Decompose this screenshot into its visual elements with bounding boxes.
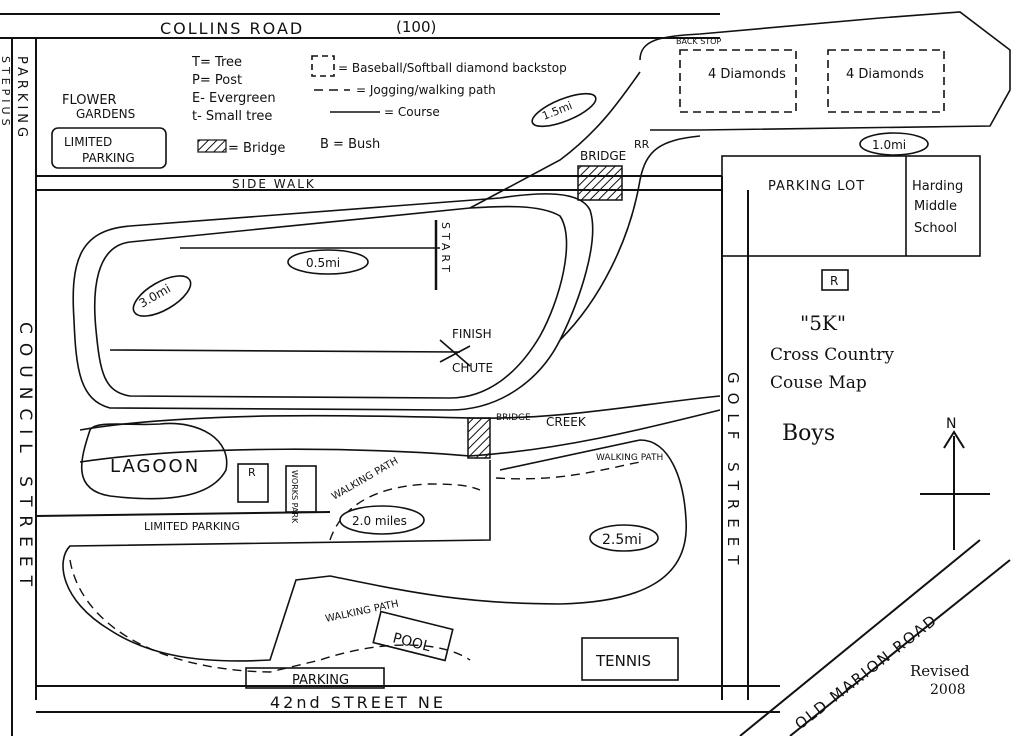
- marker-1.0mi-oval: [859, 132, 929, 156]
- legend-diamond-swatch: [311, 55, 335, 77]
- diamond-field-outline: [639, 11, 1011, 131]
- parking-bottom-box: [245, 667, 385, 689]
- start-label: START: [439, 222, 452, 276]
- north-label: N: [946, 416, 956, 432]
- bridge-top: [577, 165, 623, 201]
- course-to-loop-right: [559, 135, 701, 341]
- walking-path-right: [495, 461, 641, 480]
- walking-path-label-1: WALKING PATH: [330, 456, 400, 503]
- stepius-label: STEPIUS: [0, 56, 12, 130]
- bridge-creek-label: BRIDGE: [496, 413, 531, 423]
- road-lines: [0, 13, 1011, 736]
- course-to-diamonds: [469, 71, 641, 209]
- legend-bridge: = Bridge: [228, 141, 285, 156]
- lagoon-label: LAGOON: [110, 456, 200, 477]
- works-park-label: WORKS PARK: [290, 470, 299, 524]
- pool-box: [372, 610, 454, 662]
- creek-label: CREEK: [546, 415, 587, 429]
- diamond-group-2: [827, 49, 945, 113]
- restroom-lagoon-box: [237, 463, 269, 503]
- back-stop-label: BACK STOP: [676, 37, 721, 46]
- creek-lower: [79, 409, 721, 463]
- marker-0.5mi: 0.5mi: [306, 256, 340, 270]
- works-park-box: [285, 465, 317, 513]
- flower-gardens-limited-parking-box: [51, 127, 167, 169]
- flower-gardens-line1: FLOWER: [62, 93, 117, 108]
- side-walk-label: SIDE WALK: [232, 177, 316, 191]
- legend-bridge-swatch: [197, 139, 227, 153]
- council-street-label: COUNCIL STREET: [15, 322, 35, 595]
- flower-gardens-line2: GARDENS: [76, 107, 135, 121]
- parking-bottom-label: PARKING: [292, 673, 349, 688]
- walking-path-lower: [329, 483, 481, 541]
- tennis-label: TENNIS: [595, 652, 651, 670]
- creek-upper: [79, 395, 721, 431]
- parking-left-label: PARKING: [14, 56, 29, 141]
- diamonds-left-label: 4 Diamonds: [708, 67, 786, 82]
- bridge-creek: [467, 417, 491, 459]
- limited-parking-bottom-label: LIMITED PARKING: [144, 520, 240, 533]
- marker-2.0mi: 2.0 miles: [352, 514, 407, 528]
- diamonds-right-label: 4 Diamonds: [846, 67, 924, 82]
- finish-label: FINISH: [452, 327, 492, 341]
- main-course-loop-outer: [72, 193, 594, 411]
- revised-line1: Revised: [910, 662, 970, 680]
- legend-diamond: = Baseball/Softball diamond backstop: [338, 61, 567, 75]
- limited-parking-line1: LIMITED: [64, 135, 112, 149]
- restroom-right-box: [821, 269, 849, 291]
- north-arrow: [920, 430, 990, 550]
- parking-lot-label: PARKING LOT: [768, 179, 865, 194]
- marker-1.0mi: 1.0mi: [872, 138, 906, 152]
- lagoon-outline: [80, 422, 228, 500]
- collins-road-number: (100): [396, 18, 436, 36]
- lower-course-loop: [62, 439, 687, 662]
- legend-jogging: = Jogging/walking path: [356, 83, 496, 97]
- finish-path: [109, 349, 461, 353]
- marker-1.5mi-oval: [531, 92, 597, 128]
- bridge-top-label: BRIDGE: [580, 149, 626, 163]
- legend-tree: T= Tree: [191, 55, 242, 70]
- marker-3.0mi-oval: [132, 275, 192, 317]
- restroom-lagoon-label: R: [248, 466, 256, 479]
- school-line1: Harding: [912, 179, 963, 194]
- 42nd-street-label: 42nd STREET NE: [270, 693, 446, 712]
- marker-2.5mi: 2.5mi: [602, 532, 642, 548]
- restroom-right-label: R: [830, 274, 838, 288]
- golf-street-label: GOLF STREET: [724, 372, 742, 573]
- parking-lot-box: [721, 155, 981, 257]
- marker-2.0mi-oval: [339, 505, 425, 535]
- title-line1: Cross Country: [770, 345, 894, 365]
- walking-path-bottom: [69, 559, 471, 673]
- walking-path-label-3: WALKING PATH: [324, 599, 399, 625]
- collins-road-label: COLLINS ROAD: [160, 19, 304, 38]
- tennis-box: [581, 637, 679, 681]
- walking-path-label-2: WALKING PATH: [596, 453, 663, 463]
- school-line2: Middle: [914, 199, 957, 214]
- legend-small-tree: t- Small tree: [192, 109, 272, 124]
- legend-evergreen: E- Evergreen: [192, 91, 276, 106]
- school-line3: School: [914, 221, 957, 236]
- diamond-group-1: [679, 49, 797, 113]
- title-distance: "5K": [800, 311, 846, 335]
- limited-parking-line2: PARKING: [82, 151, 135, 165]
- legend-course: = Course: [384, 105, 440, 119]
- title-line2: Couse Map: [770, 373, 867, 393]
- legend-bush: B = Bush: [320, 137, 380, 152]
- title-division: Boys: [782, 421, 835, 446]
- legend-post: P= Post: [192, 73, 242, 88]
- revised-line2: 2008: [930, 682, 966, 698]
- chute-label: CHUTE: [452, 361, 493, 375]
- marker-2.5mi-oval: [589, 524, 659, 552]
- marker-0.5mi-oval: [287, 249, 369, 275]
- rr-label: RR: [634, 138, 650, 151]
